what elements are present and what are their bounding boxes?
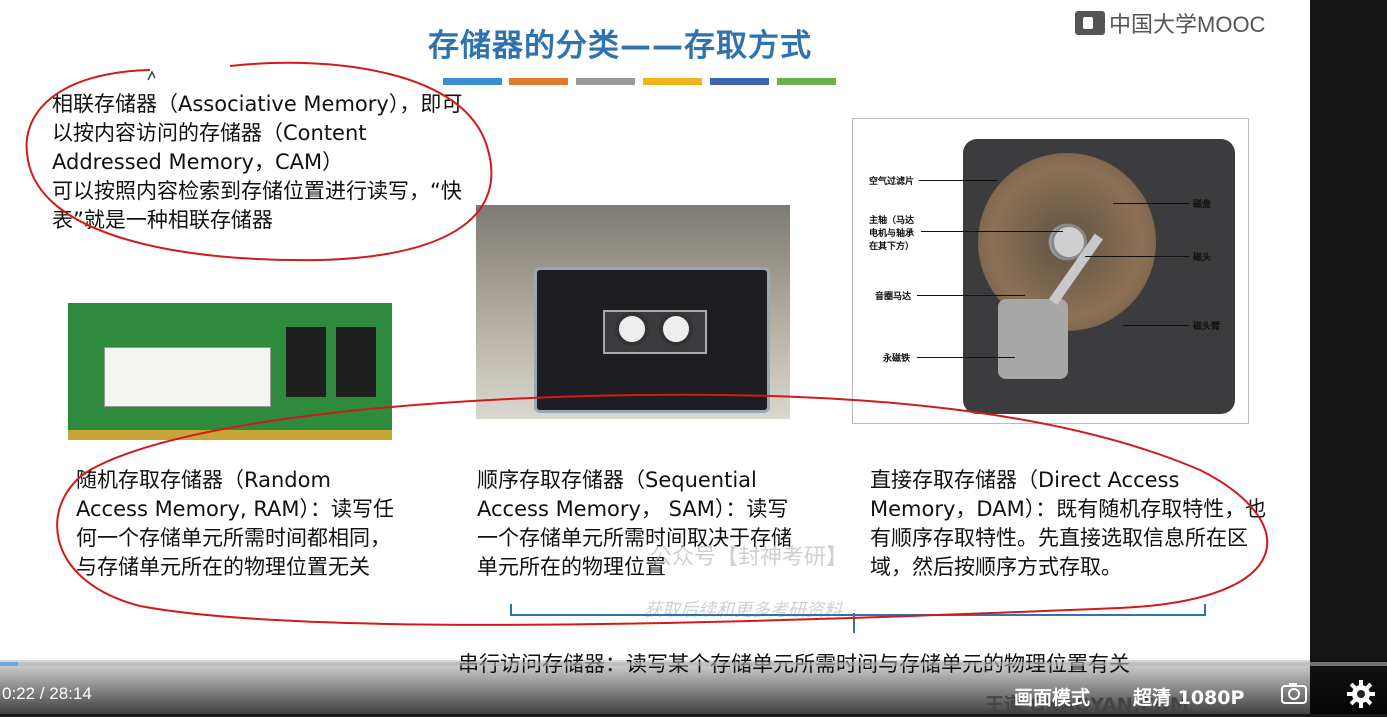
hdd-label-voice-coil: 音圈马达 — [875, 292, 912, 302]
ram-module-image — [68, 303, 392, 440]
annotation-pen-mark — [147, 70, 156, 81]
quality-button[interactable]: 超清 1080P — [1133, 687, 1245, 709]
hdd-line-platter — [1113, 203, 1189, 204]
title-colorbar-1 — [443, 78, 502, 85]
time-display: 0:22 / 28:14 — [2, 684, 92, 703]
cassette-body — [534, 267, 770, 413]
hdd-label-spindle-3: 在其下方） — [869, 242, 915, 252]
hdd-line-head — [1085, 256, 1189, 257]
slide-title: 存储器的分类——存取方式 — [428, 28, 812, 64]
progress-fill — [0, 662, 19, 666]
mooc-logo-icon — [1075, 11, 1105, 35]
title-colorbar-6 — [777, 78, 836, 85]
hdd-magnet — [998, 299, 1068, 379]
progress-bar[interactable] — [0, 662, 1387, 666]
hdd-line-voice-coil — [917, 295, 1025, 296]
gear-icon[interactable] — [1345, 678, 1377, 710]
cassette-tape-image — [476, 205, 790, 419]
right-letterbox — [1310, 0, 1387, 714]
title-colorbar-4 — [643, 78, 702, 85]
ram-chip — [336, 327, 376, 397]
brace — [510, 604, 1206, 616]
title-colorbar-5 — [710, 78, 769, 85]
picture-mode-button[interactable]: 画面模式 — [1014, 687, 1091, 709]
ram-description: 随机存取存储器（Random Access Memory, RAM）：读写任何一… — [76, 468, 395, 579]
hdd-label-filter: 空气过滤片 — [869, 177, 915, 187]
hdd-line-magnet — [917, 357, 1015, 358]
hdd-label-spindle: 主轴（马达 — [869, 216, 915, 226]
url-watermark: 王道 GKAOYAN.COM — [985, 694, 1189, 716]
slide: 存储器的分类——存取方式 中国大学MOOC 相联存储器（Associative … — [0, 0, 1310, 714]
hdd-label-magnet: 永磁铁 — [883, 354, 911, 364]
hard-disk-image: 空气过滤片 主轴（马达 电机与轴承 在其下方） 音圈马达 永磁铁 磁盘 磁头 磁… — [852, 118, 1249, 424]
player-controls — [0, 660, 1387, 714]
cassette-reel-right — [659, 312, 693, 346]
title-colorbar-3 — [576, 78, 635, 85]
title-colorbar-2 — [509, 78, 568, 85]
hdd-label-spindle-2: 电机与轴承 — [869, 229, 915, 239]
hdd-label-head: 磁头 — [1193, 253, 1212, 263]
camera-icon[interactable] — [1280, 681, 1308, 705]
ram-sticker — [104, 347, 271, 407]
ram-chip — [286, 327, 326, 397]
hdd-line-arm — [1123, 325, 1189, 326]
hdd-line-spindle — [921, 231, 1063, 232]
watermark-text: 公众号【封神考研】 — [650, 545, 849, 570]
mooc-logo-text: 中国大学MOOC — [1109, 12, 1266, 37]
hdd-label-platter: 磁盘 — [1193, 200, 1212, 210]
cassette-reel-left — [615, 312, 649, 346]
associative-memory-text: 相联存储器（Associative Memory），即可以按内容访问的存储器（C… — [52, 92, 463, 232]
dam-description: 直接存取存储器（Direct Access Memory，DAM）：既有随机存取… — [870, 468, 1267, 579]
mooc-logo: 中国大学MOOC — [1075, 8, 1265, 38]
hdd-label-arm: 磁头臂 — [1193, 322, 1221, 332]
hdd-line-filter — [919, 180, 997, 181]
brace-tick — [853, 613, 855, 633]
